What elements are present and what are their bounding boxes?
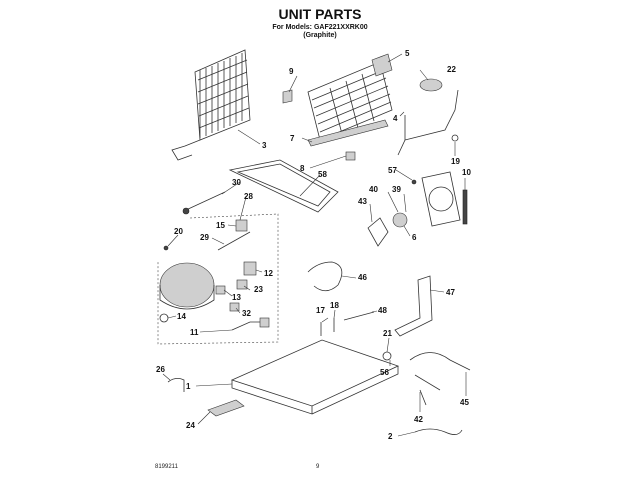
overload-protector xyxy=(236,279,248,290)
leader-lines xyxy=(162,53,467,437)
tubing xyxy=(307,261,343,292)
callout-11: 11 xyxy=(190,328,199,337)
callout-58: 58 xyxy=(318,170,327,179)
mount-bracket xyxy=(394,275,433,337)
screw-57 xyxy=(411,179,417,185)
callout-21: 21 xyxy=(383,329,392,338)
callout-24: 24 xyxy=(186,421,195,430)
relay-box xyxy=(243,261,257,276)
grommet xyxy=(159,313,169,323)
callout-1: 1 xyxy=(186,382,191,391)
drain-trough xyxy=(228,159,339,213)
nut-21 xyxy=(382,351,392,361)
label-tag xyxy=(282,89,293,104)
callout-46: 46 xyxy=(358,273,367,282)
model-subtitle: For Models: GAF221XXRK00 xyxy=(272,24,368,31)
clip-13 xyxy=(215,285,226,295)
mount-bolt xyxy=(163,245,169,251)
callout-12: 12 xyxy=(264,269,273,278)
callout-56: 56 xyxy=(380,368,389,377)
mounting-clip xyxy=(345,151,356,161)
callout-45: 45 xyxy=(460,398,469,407)
terminal xyxy=(451,134,459,142)
callout-9: 9 xyxy=(289,67,294,76)
callout-40: 40 xyxy=(369,185,378,194)
callout-6: 6 xyxy=(412,233,417,242)
power-wire xyxy=(231,321,262,331)
callout-10: 10 xyxy=(462,168,471,177)
pad-24 xyxy=(207,399,245,417)
callout-20: 20 xyxy=(174,227,183,236)
callout-43: 43 xyxy=(358,197,367,206)
callout-2: 2 xyxy=(388,432,393,441)
color-subtitle: (Graphite) xyxy=(303,32,337,39)
callout-8: 8 xyxy=(300,164,305,173)
callout-3: 3 xyxy=(262,141,267,150)
callout-18: 18 xyxy=(330,301,339,310)
connector xyxy=(259,317,270,328)
document-number: 8199211 xyxy=(155,464,178,470)
callout-28: 28 xyxy=(244,192,253,201)
callout-15: 15 xyxy=(216,221,225,230)
wire-harness xyxy=(409,352,471,406)
callout-labels: 9 5 22 3 4 7 8 19 58 30 28 15 29 20 12 2… xyxy=(156,49,471,441)
fan-blade xyxy=(367,217,389,247)
base-pan xyxy=(230,339,400,415)
callout-23: 23 xyxy=(254,285,263,294)
callout-30: 30 xyxy=(232,178,241,187)
callout-17: 17 xyxy=(316,306,325,315)
page-title: UNIT PARTS xyxy=(278,6,362,22)
callout-19: 19 xyxy=(451,157,460,166)
evaporator-coil xyxy=(307,53,393,141)
callout-5: 5 xyxy=(405,49,410,58)
callout-26: 26 xyxy=(156,365,165,374)
start-device xyxy=(217,231,251,251)
power-cord xyxy=(414,428,463,435)
callout-47: 47 xyxy=(446,288,455,297)
foam-pad xyxy=(419,78,443,92)
callout-42: 42 xyxy=(414,415,423,424)
overload-relay xyxy=(235,219,248,232)
callout-32: 32 xyxy=(242,309,251,318)
cover-32 xyxy=(229,302,240,312)
callout-13: 13 xyxy=(232,293,241,302)
callout-14: 14 xyxy=(177,312,186,321)
component-group-outline xyxy=(157,213,279,345)
fan-shroud xyxy=(421,171,461,227)
condenser-coil xyxy=(171,49,251,161)
side-bar xyxy=(462,189,468,225)
screw-head xyxy=(182,207,190,215)
bolt-48 xyxy=(343,311,375,321)
callout-29: 29 xyxy=(200,233,209,242)
callout-39: 39 xyxy=(392,185,401,194)
fan-motor xyxy=(392,212,408,228)
bracket-26 xyxy=(167,378,185,392)
callout-7: 7 xyxy=(290,134,295,143)
callout-48: 48 xyxy=(378,306,387,315)
compressor xyxy=(159,262,215,310)
callout-22: 22 xyxy=(447,65,456,74)
callout-4: 4 xyxy=(393,114,398,123)
long-screw xyxy=(185,191,226,211)
evaporator-bracket xyxy=(307,119,389,147)
page-number: 9 xyxy=(316,464,320,470)
mounting-pins xyxy=(320,318,335,336)
defrost-wire xyxy=(397,89,459,156)
callout-57: 57 xyxy=(388,166,397,175)
